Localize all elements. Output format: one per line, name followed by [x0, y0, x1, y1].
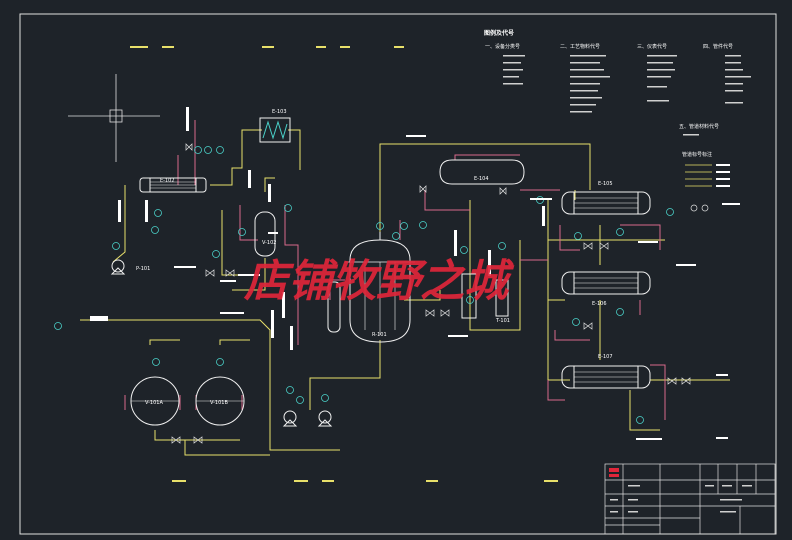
- title-block-red-marks: [609, 468, 619, 477]
- label-v101a: V-101A: [145, 400, 163, 406]
- column-t101: [461, 273, 509, 319]
- legend-title: 图例及代号: [484, 29, 514, 37]
- watermark-text: 店铺牧野之城: [243, 256, 515, 307]
- ucs-crosshair: [68, 74, 160, 162]
- legend: 图例及代号 一、设备分类号 二、工艺物料代号 三、仪表代号 四、管件代号 五、管…: [484, 29, 751, 212]
- title-block-text-marks: [610, 485, 752, 513]
- pump-bottom-1: [282, 410, 298, 427]
- legend-instrument: 三、仪表代号: [637, 43, 667, 50]
- label-e106: E-106: [592, 301, 607, 307]
- tag-bars: [90, 107, 728, 440]
- legend-pipe-table-title: 管道标号标注: [682, 151, 712, 158]
- title-block: [604, 463, 776, 535]
- valves: [171, 143, 691, 444]
- legend-equipment: 一、设备分类号: [485, 43, 520, 50]
- drum-e104: [439, 159, 525, 185]
- tank-v101b: [195, 376, 245, 426]
- legend-process: 二、工艺物料代号: [560, 43, 600, 50]
- label-p101: P-101: [136, 266, 150, 272]
- exchanger-e102: [139, 177, 207, 193]
- instruments: [54, 146, 674, 424]
- bottom-zone-marks: [172, 480, 558, 482]
- top-zone-marks: [130, 46, 404, 48]
- legend-fittings: 四、管件代号: [703, 43, 733, 50]
- vessel-slim: [327, 281, 341, 333]
- label-r101: R-101: [372, 332, 387, 338]
- equipment-labels: E-102 E-103 V-102 P-101 V-101A V-101B R-…: [136, 109, 613, 406]
- exchanger-e105: [561, 191, 651, 215]
- label-v102: V-102: [262, 240, 276, 246]
- label-v101b: V-101B: [210, 400, 228, 406]
- legend-pipe-material: 五、管道材料代号: [679, 123, 719, 130]
- pump-p101: [110, 259, 126, 275]
- label-e105: E-105: [598, 181, 613, 187]
- pump-bottom-2: [317, 410, 333, 427]
- label-e107: E-107: [598, 354, 613, 360]
- label-t101: T-101: [495, 318, 510, 324]
- label-e102: E-102: [160, 178, 175, 184]
- exchanger-e106: [561, 271, 651, 295]
- reactor-r101: [345, 232, 415, 343]
- tank-v101a: [130, 376, 180, 426]
- label-e104: E-104: [474, 176, 489, 182]
- equipment: [110, 117, 651, 427]
- utility-lines: [124, 120, 666, 420]
- label-e103: E-103: [272, 109, 287, 115]
- drawing-frame: [19, 13, 777, 535]
- exchanger-e107: [561, 365, 651, 389]
- cooler-e103: [259, 117, 291, 143]
